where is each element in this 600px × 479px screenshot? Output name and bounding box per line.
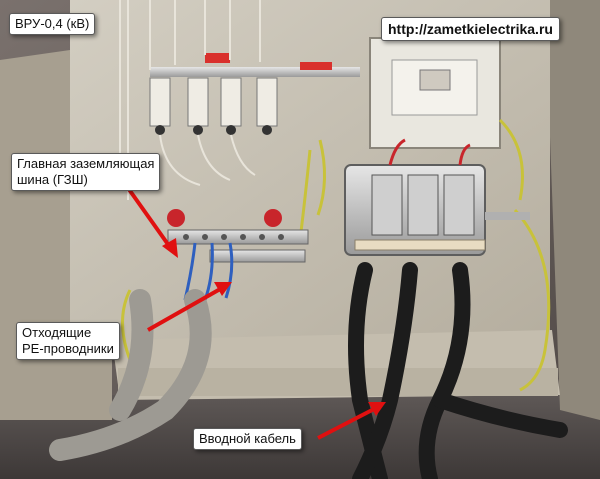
phase-wires — [388, 138, 471, 166]
pointer-arrows — [126, 186, 386, 440]
pe-conductors-callout: Отходящие PE-проводники — [16, 322, 120, 360]
ground-bus-bolts — [183, 234, 284, 240]
fuse-rail — [150, 67, 360, 77]
cabinet-right-wall — [545, 0, 600, 420]
fuse-holders — [149, 77, 278, 135]
side-shaft — [485, 212, 530, 220]
ground-bus-bar-lower — [209, 249, 306, 263]
ground-bus-callout: Главная заземляющая шина (ГЗШ) — [11, 153, 161, 191]
input-cable-callout: Вводной кабель — [193, 428, 302, 450]
pe-conductors-callout-line-2: PE-проводники — [22, 341, 114, 356]
red-busbar — [205, 53, 230, 63]
insulator-rod — [354, 239, 486, 251]
pe-conductors-callout-line-1: Отходящие — [22, 325, 92, 340]
input-cable-callout-text: Вводной кабель — [199, 431, 296, 446]
input-cables — [348, 262, 568, 479]
title-text: ВРУ-0,4 (кВ) — [15, 16, 90, 31]
breaker-poles — [371, 174, 475, 236]
ground-bus-callout-line-2: шина (ГЗШ) — [17, 172, 88, 187]
red-insulator-left — [167, 209, 185, 227]
switch-handle — [419, 69, 451, 91]
corrugated-conduits — [49, 289, 212, 461]
top-wiring — [119, 0, 261, 200]
website-url-text: http://zametkielectrika.ru — [388, 21, 553, 37]
red-busbar-end — [300, 62, 332, 70]
red-insulator-right — [264, 209, 282, 227]
ground-bus-callout-line-1: Главная заземляющая — [17, 156, 155, 171]
website-url-label: http://zametkielectrika.ru — [381, 17, 560, 41]
ground-bus-bar — [167, 229, 309, 245]
title-label: ВРУ-0,4 (кВ) — [9, 13, 96, 35]
